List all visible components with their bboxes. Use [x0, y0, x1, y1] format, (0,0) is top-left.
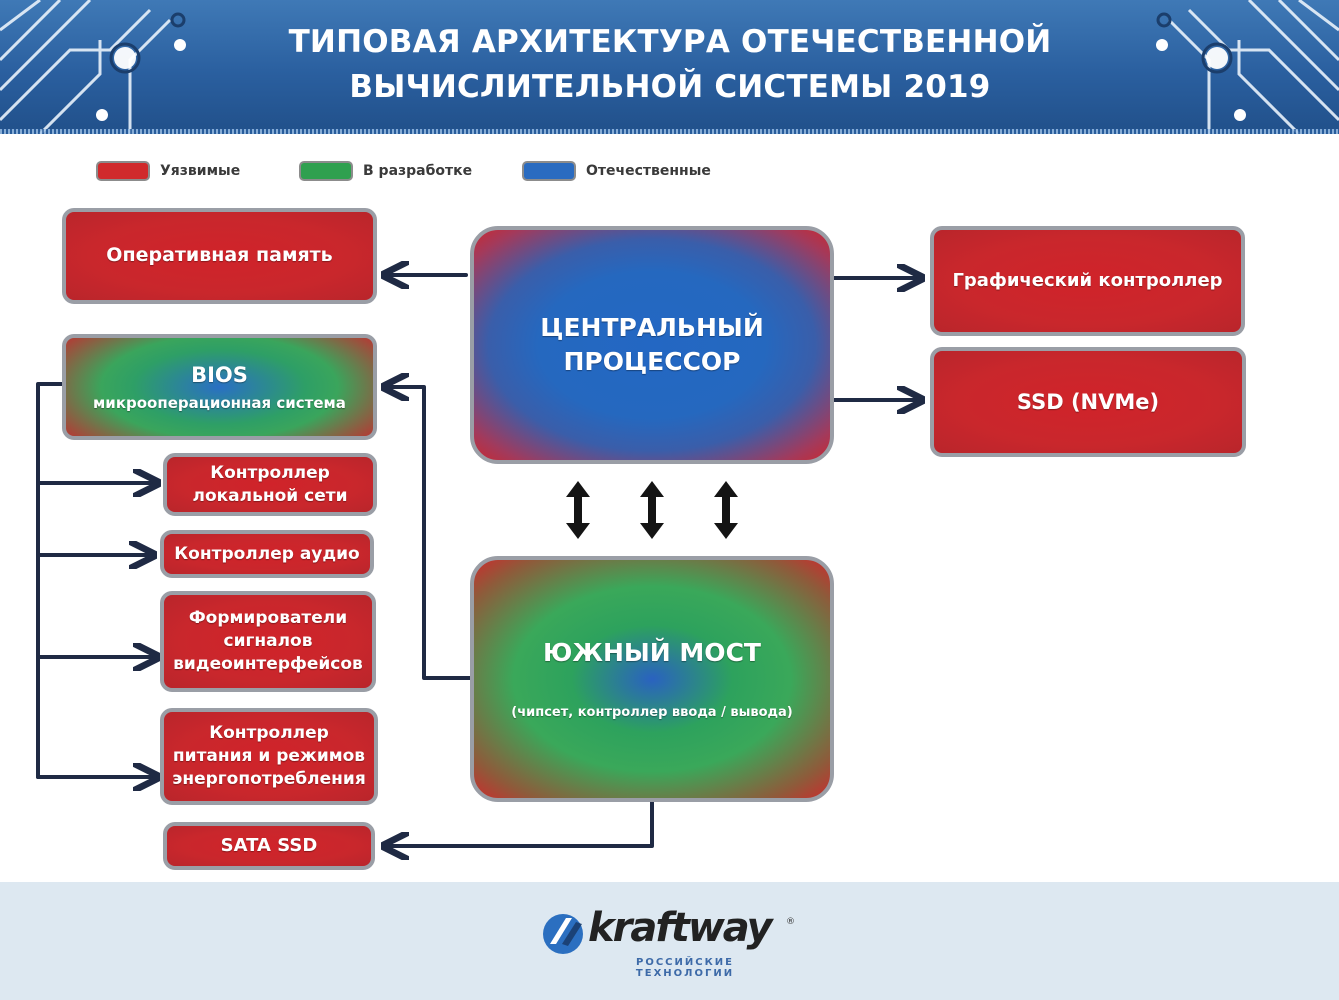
node-label-line-2: питания и режимов [172, 746, 366, 767]
bidirectional-arrow-3 [714, 481, 738, 539]
node-label-line-1: Формирователи [188, 608, 348, 629]
node-label: SATA SSD [220, 834, 318, 856]
brand-tagline: РОССИЙСКИЕ ТЕХНОЛОГИИ [635, 957, 735, 979]
node-sata-ssd: SATA SSD [163, 822, 375, 870]
node-label-line-3: видеоинтерфейсов [173, 653, 363, 674]
legend-label: Уязвимые [160, 163, 241, 179]
node-label-line-2: локальной сети [192, 485, 348, 506]
node-lan-controller: Контроллер локальной сети [163, 453, 377, 516]
legend-swatch-green [301, 163, 351, 179]
registered-mark: ® [786, 917, 795, 927]
node-label-line-1: ЦЕНТРАЛЬНЫЙ [540, 313, 764, 343]
node-label-line-3: энергопотребления [172, 768, 366, 789]
node-title: ЮЖНЫЙ МОСТ [543, 638, 761, 668]
legend-label: Отечественные [586, 163, 711, 179]
node-label-line-1: Контроллер [209, 723, 329, 744]
node-video-signal-formers: Формирователи сигналов видеоинтерфейсов [160, 591, 376, 692]
title-line-1: ТИПОВАЯ АРХИТЕКТУРА ОТЕЧЕСТВЕННОЙ [288, 24, 1052, 60]
header-banner: ТИПОВАЯ АРХИТЕКТУРА ОТЕЧЕСТВЕННОЙ ВЫЧИСЛ… [0, 0, 1339, 134]
legend-swatch-red [98, 163, 148, 179]
node-title: BIOS [191, 362, 248, 387]
node-south-bridge: ЮЖНЫЙ МОСТ (чипсет, контроллер ввода / в… [470, 556, 834, 802]
node-audio-controller: Контроллер аудио [160, 530, 374, 578]
bidirectional-arrow-1 [566, 481, 590, 539]
node-label-line-2: ПРОЦЕССОР [563, 347, 741, 376]
node-subtitle: микрооперационная система [93, 394, 346, 413]
node-cpu: ЦЕНТРАЛЬНЫЙ ПРОЦЕССОР [470, 226, 834, 464]
arrow-south-to-bios [384, 387, 472, 680]
node-power-controller: Контроллер питания и режимов энергопотре… [160, 708, 378, 805]
legend-item-vulnerable: Уязвимые [98, 160, 240, 182]
node-ssd-nvme: SSD (NVMe) [930, 347, 1246, 457]
node-subtitle: (чипсет, контроллер ввода / вывода) [511, 705, 793, 721]
legend-item-in-development: В разработке [301, 160, 472, 182]
circuit-decoration [0, 0, 1339, 134]
page-title: ТИПОВАЯ АРХИТЕКТУРА ОТЕЧЕСТВЕННОЙ ВЫЧИСЛ… [270, 20, 1070, 110]
legend-swatch-blue [524, 163, 574, 179]
node-label: SSD (NVMe) [1016, 389, 1160, 414]
node-graphics-controller: Графический контроллер [930, 226, 1245, 336]
footer [0, 882, 1339, 1000]
legend-item-domestic: Отечественные [524, 160, 711, 182]
arrow-south-to-sata [384, 798, 654, 846]
title-line-2: ВЫЧИСЛИТЕЛЬНОЙ СИСТЕМЫ 2019 [349, 69, 991, 105]
brand-name: kraftway [588, 905, 773, 951]
legend-label: В разработке [363, 163, 473, 179]
node-label-line-1: Контроллер [210, 462, 330, 483]
bidirectional-arrow-2 [640, 481, 664, 539]
node-label: Оперативная память [106, 244, 333, 267]
node-label-line-2: сигналов [223, 631, 313, 652]
kraftway-logo-icon [543, 914, 583, 954]
node-ram: Оперативная память [62, 208, 377, 304]
node-bios: BIOS микрооперационная система [62, 334, 377, 440]
node-label: Контроллер аудио [174, 543, 360, 564]
bus-bios-peripherals [36, 382, 66, 779]
node-label: Графический контроллер [952, 269, 1223, 291]
